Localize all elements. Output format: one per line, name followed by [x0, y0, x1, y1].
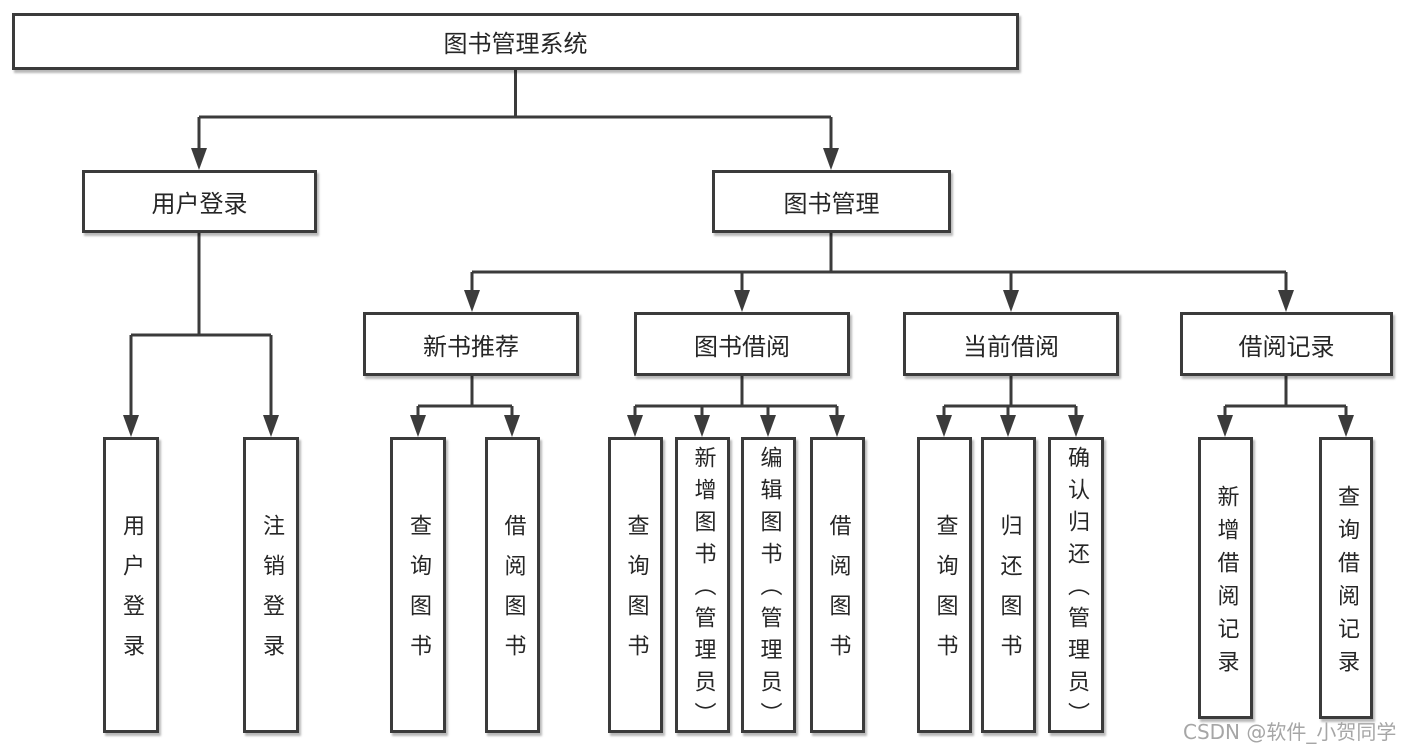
leaf-add-borrow-record: 新增借阅记录 — [1198, 437, 1253, 719]
arrow-down-icon — [464, 290, 480, 312]
arrow-down-icon — [823, 148, 839, 170]
arrow-down-icon — [1217, 415, 1233, 437]
watermark: CSDN @软件_小贺同学 — [1183, 720, 1397, 744]
arrowheads — [123, 148, 1354, 437]
node-new-book-recommend-label: 新书推荐 — [423, 332, 519, 361]
arrow-down-icon — [504, 415, 520, 437]
leaf-borrow-query-book: 查询图书 — [608, 437, 663, 733]
node-root: 图书管理系统 — [12, 13, 1019, 70]
leaf-logout: 注销登录 — [243, 437, 299, 733]
leaf-edit-book-admin: 编辑图书（管理员） — [741, 437, 796, 734]
node-user-login-label: 用户登录 — [151, 190, 248, 218]
arrow-down-icon — [694, 415, 710, 437]
arrow-down-icon — [263, 415, 279, 437]
node-book-management-label: 图书管理 — [783, 190, 880, 218]
leaf-current-query-book-label: 查询图书 — [932, 514, 958, 674]
leaf-user-login: 用户登录 — [103, 437, 159, 733]
arrow-down-icon — [123, 415, 139, 437]
leaf-query-borrow-record: 查询借阅记录 — [1319, 437, 1373, 719]
leaf-borrow-query-book-label: 查询图书 — [623, 514, 649, 674]
leaf-add-book-admin: 新增图书（管理员） — [675, 437, 730, 734]
leaf-edit-book-admin-label: 编辑图书（管理员） — [756, 446, 782, 734]
node-current-borrow-label: 当前借阅 — [963, 332, 1059, 361]
node-user-login: 用户登录 — [82, 170, 317, 233]
arrow-down-icon — [627, 415, 643, 437]
leaf-recommend-query-book: 查询图书 — [390, 437, 446, 733]
leaf-recommend-query-book-label: 查询图书 — [406, 514, 431, 674]
node-current-borrow: 当前借阅 — [903, 312, 1119, 376]
arrow-down-icon — [734, 290, 750, 312]
arrow-down-icon — [1068, 415, 1084, 437]
arrow-down-icon — [1338, 415, 1354, 437]
arrow-down-icon — [760, 415, 776, 437]
arrow-down-icon — [829, 415, 845, 437]
arrow-down-icon — [191, 148, 207, 170]
arrow-down-icon — [1278, 290, 1294, 312]
leaf-borrow-borrow-book: 借阅图书 — [810, 437, 865, 733]
tree-edges — [129, 70, 1348, 419]
leaf-current-query-book: 查询图书 — [917, 437, 972, 733]
leaf-recommend-borrow-book-label: 借阅图书 — [500, 514, 526, 674]
node-book-borrow-label: 图书借阅 — [694, 332, 790, 361]
node-borrow-record-label: 借阅记录 — [1238, 332, 1335, 361]
leaf-return-book: 归还图书 — [981, 437, 1036, 733]
node-book-borrow: 图书借阅 — [634, 312, 850, 376]
leaf-confirm-return-admin: 确认归还（管理员） — [1048, 437, 1104, 734]
arrow-down-icon — [936, 415, 952, 437]
arrow-down-icon — [410, 415, 426, 437]
node-new-book-recommend: 新书推荐 — [363, 312, 579, 376]
node-borrow-record: 借阅记录 — [1180, 312, 1393, 376]
node-root-label: 图书管理系统 — [443, 30, 588, 58]
arrow-down-icon — [1000, 415, 1016, 437]
leaf-borrow-borrow-book-label: 借阅图书 — [825, 514, 851, 674]
leaf-recommend-borrow-book: 借阅图书 — [485, 437, 540, 733]
leaf-add-book-admin-label: 新增图书（管理员） — [690, 446, 716, 734]
arrow-down-icon — [1003, 290, 1019, 312]
leaf-confirm-return-admin-label: 确认归还（管理员） — [1064, 446, 1089, 734]
leaf-add-borrow-record-label: 新增借阅记录 — [1213, 484, 1239, 683]
leaf-query-borrow-record-label: 查询借阅记录 — [1334, 484, 1359, 683]
leaf-user-login-label: 用户登录 — [119, 514, 144, 674]
leaf-logout-label: 注销登录 — [259, 514, 284, 674]
leaf-return-book-label: 归还图书 — [996, 514, 1022, 674]
node-book-management: 图书管理 — [712, 170, 951, 233]
